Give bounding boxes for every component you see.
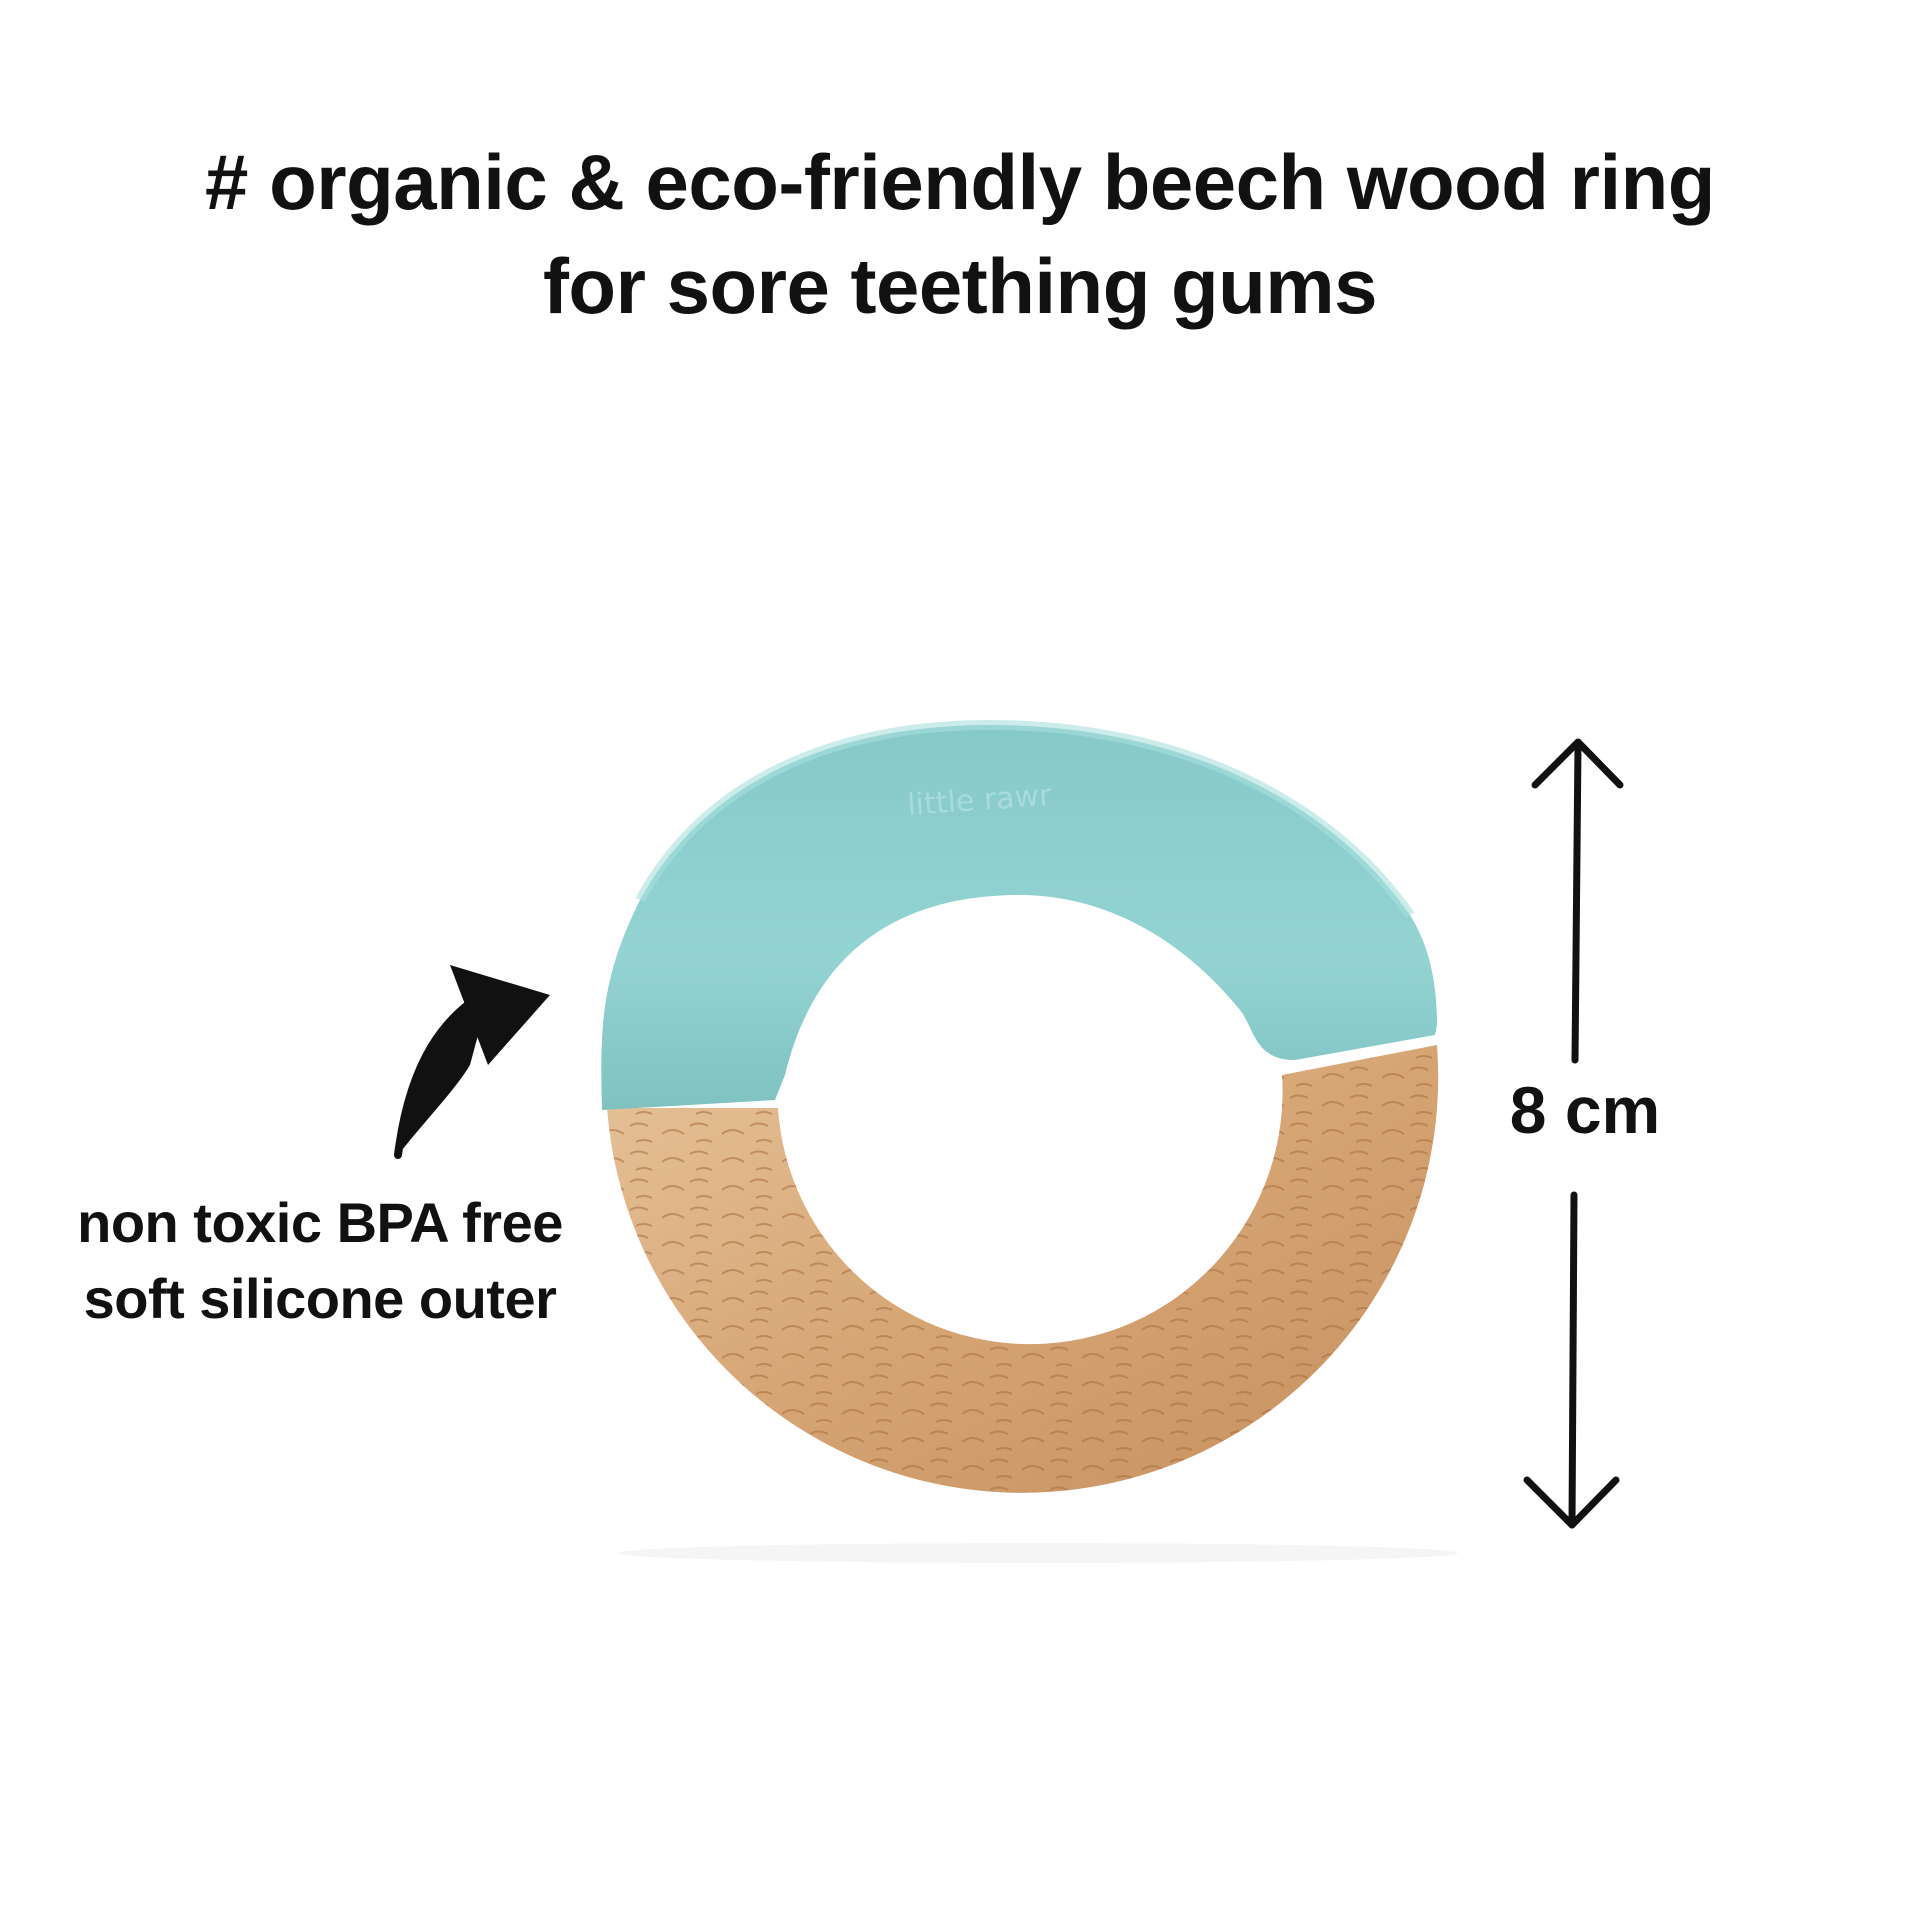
dimension-arrow-icon [1523,738,1624,1529]
callout-arrow-icon [394,965,550,1159]
dimension-label: 8 cm [1509,1073,1661,1147]
silicone-callout: non toxic BPA free soft silicone outer [40,1185,600,1337]
headline-line-2: for sore teething gums [542,242,1378,330]
silicone-sleeve [601,719,1437,1110]
callout-line-2: soft silicone outer [83,1267,557,1330]
headline: # organic & eco-friendly beech wood ring… [0,130,1920,338]
callout-line-1: non toxic BPA free [77,1191,563,1254]
headline-line-1: # organic & eco-friendly beech wood ring [205,138,1715,226]
wood-ring [607,1045,1458,1563]
